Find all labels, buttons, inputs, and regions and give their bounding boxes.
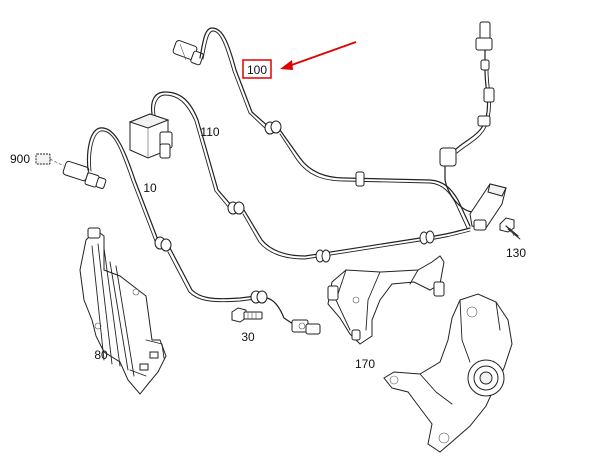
grommet-100a [264, 120, 282, 135]
sensor-end-10 [291, 319, 321, 335]
grommet-110a [227, 201, 245, 215]
connector-block-110 [128, 113, 173, 159]
sensor-head-10 [62, 160, 107, 189]
label-30: 30 [241, 330, 255, 344]
bracket-upper-right [439, 87, 495, 181]
cable-100 [172, 21, 495, 229]
label-900: 900 [10, 152, 30, 166]
label-130: 130 [506, 246, 526, 260]
label-170: 170 [355, 357, 375, 371]
bolt-130 [499, 217, 521, 240]
grommet-10b [250, 290, 268, 304]
grommet-10a [154, 236, 172, 252]
label-80: 80 [94, 348, 108, 362]
cable-110 [128, 91, 507, 263]
steering-knuckle [383, 293, 513, 453]
clip-100b [355, 171, 365, 187]
plug-900 [35, 153, 65, 167]
highlight-arrow [280, 41, 357, 70]
bracket-80 [79, 227, 167, 395]
part-labels: 100 110 10 900 130 30 80 170 [10, 59, 526, 371]
sensor-right [469, 183, 507, 231]
grommet-110b [315, 249, 331, 263]
label-100: 100 [247, 63, 267, 77]
label-10: 10 [143, 181, 157, 195]
sensor-head-100 [172, 40, 204, 66]
bolt-30 [231, 307, 263, 323]
cable-10 [62, 127, 321, 335]
highlight-box-100 [242, 59, 272, 79]
grommet-110c [419, 230, 435, 245]
connector-top-right [475, 21, 493, 71]
bracket-170 [327, 255, 445, 345]
label-110: 110 [200, 125, 219, 139]
